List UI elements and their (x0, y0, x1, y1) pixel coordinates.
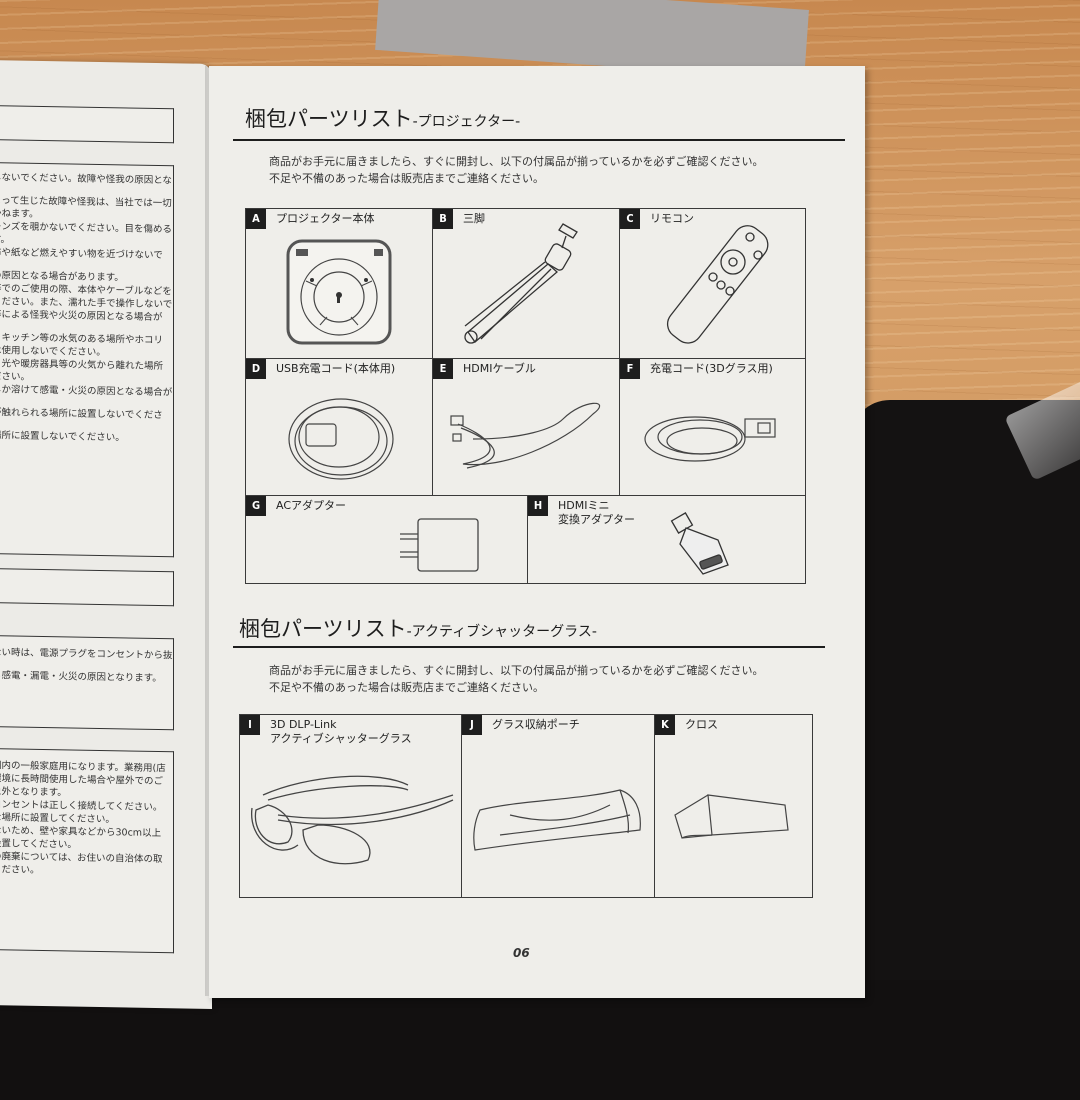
part-letter-badge: I (240, 715, 260, 735)
part-label: リモコン (650, 212, 694, 225)
part-label: 充電コード(3Dグラス用) (650, 362, 773, 375)
section-title-main: 梱包パーツリスト (245, 107, 413, 131)
part-label: クロス (685, 718, 718, 731)
left-warning-box-3: 国内の一般家庭用になります。業務用(店環境に長時間使用した場合や屋外でのご象外と… (0, 748, 174, 954)
hdmi-cable-icon (450, 402, 601, 469)
section-subtitle: -アクティブシャッターグラス- (406, 624, 597, 640)
part-letter-badge: C (620, 209, 640, 229)
section-intro: 商品がお手元に届きましたら、すぐに開封し、以下の付属品が揃っているかを必ずご確認… (269, 662, 763, 696)
section-subtitle: -プロジェクター- (412, 114, 521, 130)
left-page-text-line: ら感電・漏電・火災の原因となります。 (0, 670, 162, 685)
parts-grid-projector: A プロジェクター本体 B 三脚 (245, 208, 806, 584)
part-label: USB充電コード(本体用) (276, 362, 396, 375)
part-letter-badge: A (246, 209, 266, 229)
section-rule (233, 646, 825, 648)
left-page: しないでください。故障や怪我の原因となよって生じた故障や怪我は、当社では一切かね… (0, 60, 212, 1009)
part-label: グラス収納ポーチ (492, 718, 580, 731)
intro-line-2: 不足や不備のあった場合は販売店までご連絡ください。 (269, 172, 544, 185)
3d-glasses-icon (251, 775, 454, 865)
section-title-main: 梱包パーツリスト (239, 617, 407, 641)
part-letter-badge: F (620, 359, 640, 379)
part-letter-badge: B (433, 209, 453, 229)
left-warning-box-1: しないでください。故障や怪我の原因となよって生じた故障や怪我は、当社では一切かね… (0, 162, 174, 558)
part-cell-g: G ACアダプター (246, 496, 528, 583)
part-cell-i: I 3D DLP-Link アクティブシャッターグラス (240, 715, 462, 897)
part-letter-badge: H (528, 496, 548, 516)
part-letter-badge: K (655, 715, 675, 735)
intro-line-1: 商品がお手元に届きましたら、すぐに開封し、以下の付属品が揃っているかを必ずご確認… (269, 155, 764, 168)
part-letter-badge: D (246, 359, 266, 379)
ac-adapter-icon (400, 518, 479, 572)
charging-cable-icon (644, 416, 776, 462)
right-page: 梱包パーツリスト-プロジェクター- 商品がお手元に届きましたら、すぐに開封し、以… (209, 66, 865, 998)
part-cell-e: E HDMIケーブル (433, 359, 620, 496)
left-page-text-line: 場所に設置しないでください。 (0, 430, 125, 444)
part-label: 三脚 (463, 212, 485, 225)
section-title-glasses: 梱包パーツリスト-アクティブシャッターグラス- (239, 613, 597, 643)
section-intro: 商品がお手元に届きましたら、すぐに開封し、以下の付属品が揃っているかを必ずご確認… (269, 153, 763, 187)
part-cell-b: B 三脚 (433, 209, 620, 359)
part-letter-badge: E (433, 359, 453, 379)
left-warning-box-2: ない時は、電源プラグをコンセントから抜ら感電・漏電・火災の原因となります。 (0, 635, 174, 731)
part-label: HDMIケーブル (463, 362, 536, 375)
part-cell-c: C リモコン (620, 209, 805, 359)
part-cell-a: A プロジェクター本体 (246, 209, 433, 359)
part-label: 3D DLP-Link アクティブシャッターグラス (270, 718, 412, 745)
mini-hdmi-adapter-icon (670, 512, 729, 575)
part-label: プロジェクター本体 (276, 212, 375, 225)
section-rule (233, 139, 845, 141)
part-letter-badge: G (246, 496, 266, 516)
page-number: 06 (513, 946, 530, 960)
part-cell-f: F 充電コード(3Dグラス用) (620, 359, 805, 496)
cloth-icon (674, 794, 789, 839)
intro-line-2: 不足や不備のあった場合は販売店までご連絡ください。 (269, 681, 544, 694)
left-header-box-1 (0, 105, 174, 144)
parts-grid-glasses: I 3D DLP-Link アクティブシャッターグラス J グラス収納ポーチ (239, 714, 813, 898)
remote-control-icon (666, 225, 769, 344)
left-header-box-2 (0, 568, 174, 607)
part-cell-d: D USB充電コード(本体用) (246, 359, 433, 496)
part-cell-k: K クロス (655, 715, 812, 897)
part-cell-j: J グラス収納ポーチ (462, 715, 655, 897)
pouch-icon (473, 789, 641, 851)
part-label: ACアダプター (276, 499, 347, 512)
part-label: HDMIミニ 変換アダプター (558, 499, 635, 526)
intro-line-1: 商品がお手元に届きましたら、すぐに開封し、以下の付属品が揃っているかを必ずご確認… (269, 664, 764, 677)
usb-cable-icon (288, 398, 394, 480)
part-cell-h: H HDMIミニ 変換アダプター (528, 496, 805, 583)
section-title-projector: 梱包パーツリスト-プロジェクター- (245, 103, 520, 133)
tripod-icon (464, 223, 578, 344)
part-letter-badge: J (462, 715, 482, 735)
projector-icon (286, 239, 392, 345)
